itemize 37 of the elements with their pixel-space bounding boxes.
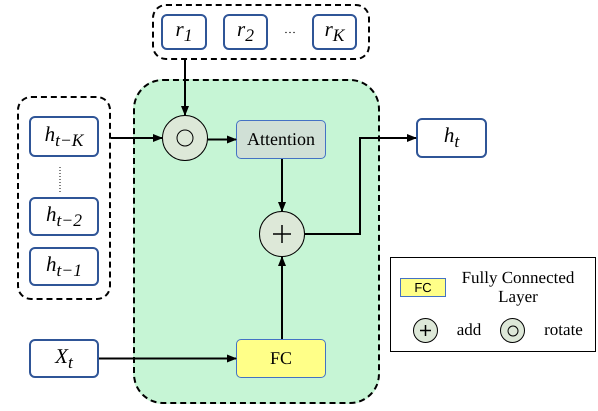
variable-box [29,339,99,378]
arrow [305,134,417,235]
variable-box [29,247,99,286]
variable-label: h$_{t−2}$ [46,202,82,232]
legend-fc-sample: FC [400,278,446,297]
variable-box [161,14,207,50]
variable-label: h$_{t}$ [444,123,460,153]
arrow [99,354,237,362]
variable-label: h$_{t−1}$ [46,252,82,282]
variable-box [29,197,99,236]
variable-box [29,116,99,157]
dashed-group-box [133,79,380,404]
arrow [208,136,237,144]
node-label: FC [270,348,292,369]
node-label: Attention [247,129,315,150]
operator-circle [259,211,305,257]
variable-label: r$_{2}$ [237,17,254,47]
arrow [111,134,163,142]
ellipsis-label: … [284,22,296,37]
arrow [278,159,286,212]
variable-box [223,14,268,50]
dashed-group-box [152,4,370,60]
dashed-group-box [17,96,111,300]
attention-box [236,120,326,159]
variable-label: X$_{t}$ [55,344,73,374]
variable-label: r$_{K}$ [324,17,344,47]
variable-label: h$_{t−K}$ [44,122,84,152]
legend-label: Fully Connected Layer [460,268,576,306]
legend-label: rotate [543,320,584,339]
legend-label: add [456,320,482,339]
arrow [181,60,189,116]
arrow [278,256,286,339]
operator-circle [162,115,208,161]
variable-label: r$_{1}$ [176,17,192,47]
variable-box [312,14,357,50]
variable-box [416,118,487,158]
fc-layer-box [236,339,326,378]
